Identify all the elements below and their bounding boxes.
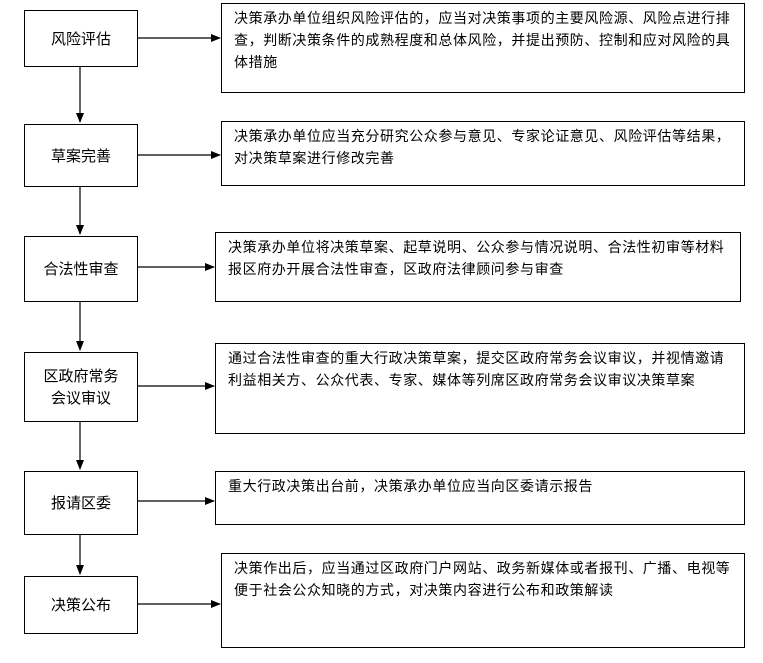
step-description: 决策作出后，应当通过区政府门户网站、政务新媒体或者报刊、广播、电视等便于社会公众… bbox=[234, 561, 731, 599]
step-description: 决策承办单位将决策草案、起草说明、公众参与情况说明、合法性初审等材料报区府办开展… bbox=[228, 240, 725, 278]
step-label: 合法性审查 bbox=[43, 260, 119, 278]
description-box-publication: 决策作出后，应当通过区政府门户网站、政务新媒体或者报刊、广播、电视等便于社会公众… bbox=[221, 553, 745, 648]
step-label: 报请区委 bbox=[50, 494, 111, 512]
step-label: 决策公布 bbox=[50, 596, 111, 614]
description-box-risk-assessment: 决策承办单位组织风险评估的，应当对决策事项的主要风险源、风险点进行排查，判断决策… bbox=[221, 3, 745, 93]
description-box-draft-refinement: 决策承办单位应当充分研究公众参与意见、专家论证意见、风险评估等结果，对决策草案进… bbox=[221, 121, 745, 186]
step-label: 草案完善 bbox=[50, 146, 111, 165]
step-label: 区政府常务会议审议 bbox=[43, 367, 119, 407]
description-box-report-to-committee: 重大行政决策出台前，决策承办单位应当向区委请示报告 bbox=[215, 471, 745, 525]
step-label: 风险评估 bbox=[50, 29, 111, 48]
step-description: 决策承办单位应当充分研究公众参与意见、专家论证意见、风险评估等结果，对决策草案进… bbox=[234, 129, 731, 167]
step-box-draft-refinement: 草案完善 bbox=[24, 124, 138, 187]
step-box-publication: 决策公布 bbox=[24, 576, 138, 634]
description-box-legality-review: 决策承办单位将决策草案、起草说明、公众参与情况说明、合法性初审等材料报区府办开展… bbox=[215, 232, 741, 302]
description-box-executive-meeting: 通过合法性审查的重大行政决策草案，提交区政府常务会议审议，并视情邀请利益相关方、… bbox=[215, 343, 745, 434]
step-description: 决策承办单位组织风险评估的，应当对决策事项的主要风险源、风险点进行排查，判断决策… bbox=[234, 11, 731, 71]
step-box-legality-review: 合法性审查 bbox=[24, 236, 138, 302]
step-box-risk-assessment: 风险评估 bbox=[24, 10, 138, 67]
step-box-executive-meeting: 区政府常务会议审议 bbox=[24, 352, 138, 422]
step-description: 通过合法性审查的重大行政决策草案，提交区政府常务会议审议，并视情邀请利益相关方、… bbox=[228, 351, 725, 389]
step-box-report-to-committee: 报请区委 bbox=[24, 471, 138, 535]
step-description: 重大行政决策出台前，决策承办单位应当向区委请示报告 bbox=[228, 479, 593, 495]
